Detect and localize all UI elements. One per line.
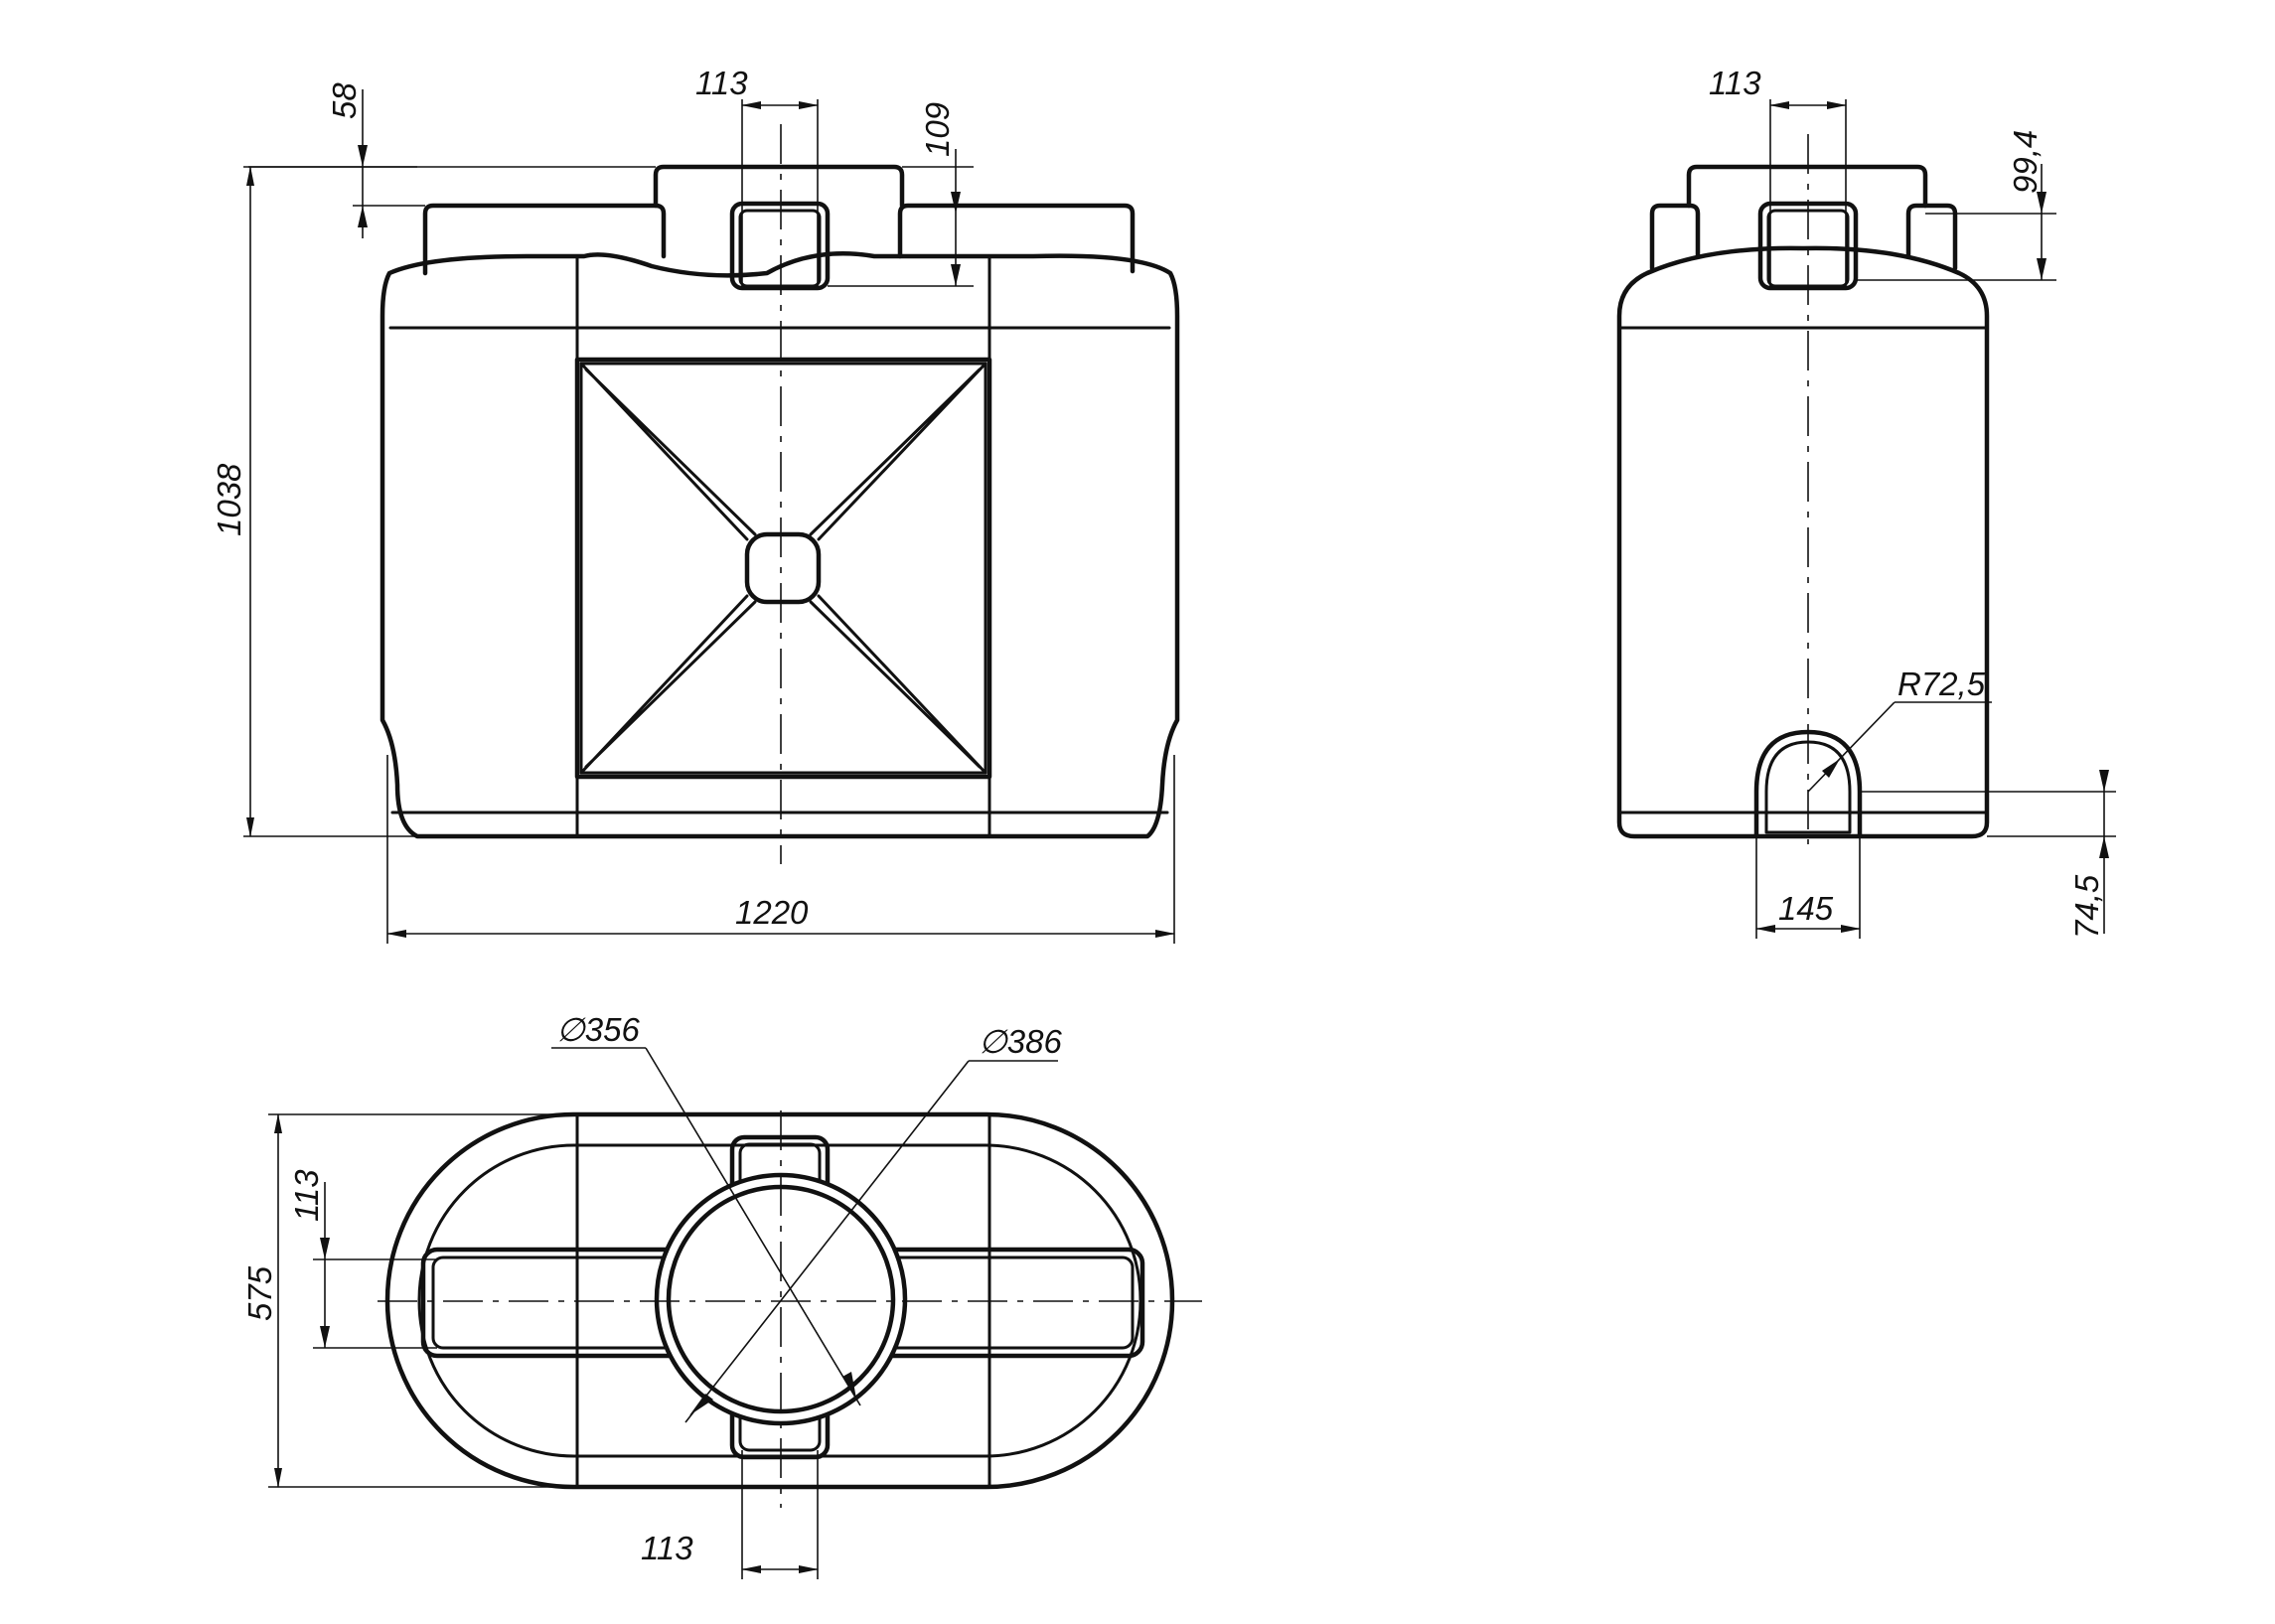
dim-side-neck-height: 99,4 (2007, 130, 2044, 194)
dim-front-top-width: 113 (695, 65, 748, 101)
dim-top-depth: 575 (241, 1265, 278, 1321)
dim-top-handle-width: 113 (288, 1169, 325, 1222)
dim-top-bottom-width: 113 (641, 1530, 693, 1566)
dim-side-outlet-height: 74,5 (2068, 874, 2105, 939)
dim-side-outlet-width: 145 (1778, 890, 1834, 927)
dim-front-step: 58 (326, 82, 363, 119)
dim-front-width: 1220 (735, 894, 809, 931)
side-view (1616, 164, 1990, 839)
dim-front-height: 1038 (211, 463, 247, 536)
dim-top-outer-diameter: ∅386 (979, 1023, 1062, 1060)
dim-side-radius: R72,5 (1897, 665, 1986, 702)
dim-front-neck-height: 109 (919, 102, 956, 157)
dim-side-top-width: 113 (1709, 65, 1761, 101)
dim-top-inner-diameter: ∅356 (556, 1011, 640, 1048)
front-view (379, 164, 1180, 839)
